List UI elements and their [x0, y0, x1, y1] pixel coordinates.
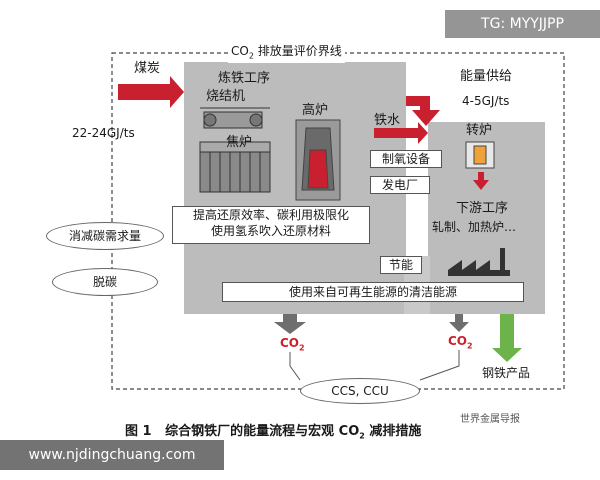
- coal-energy-label: 22-24GJ/ts: [72, 126, 135, 140]
- boundary-title-rest: 排放量评价界线: [253, 44, 342, 58]
- sinter-machine-icon: [200, 107, 270, 129]
- energy-supply-value: 4-5GJ/ts: [462, 94, 510, 108]
- downstream-detail: 轧制、加热炉…: [432, 220, 517, 234]
- converter-down-arrow: [473, 172, 489, 190]
- co2-2-prefix: CO: [448, 334, 468, 348]
- coke-oven-icon: [199, 141, 271, 193]
- factory-icon: [448, 248, 510, 276]
- tg-watermark: TG: MYYJJPP: [445, 10, 600, 38]
- evaluation-boundary-title: CO2 排放量评价界线: [228, 44, 345, 64]
- caption-sub: 2: [359, 431, 365, 441]
- steel-products-label: 钢铁产品: [482, 366, 531, 380]
- co2-2-sub: 2: [467, 341, 473, 351]
- co2-arrow-ironmaking: [274, 314, 306, 334]
- reduction-line-2: 使用氢系吹入还原材料: [210, 224, 331, 238]
- demand-reduction-ellipse: 消减碳需求量: [46, 222, 164, 250]
- blast-furnace-icon: [295, 119, 341, 201]
- energy-supply-arrow: [406, 96, 440, 126]
- coke-oven-label: 焦炉: [226, 135, 253, 150]
- co2-1-prefix: CO: [280, 336, 300, 350]
- ironmaking-title: 炼铁工序: [218, 71, 271, 86]
- reduction-measures-box: 提高还原效率、碳利用极限化 使用氢系吹入还原材料: [172, 206, 370, 244]
- url-watermark: www.njdingchuang.com: [0, 440, 224, 470]
- clean-energy-box: 使用来自可再生能源的清洁能源: [222, 282, 524, 302]
- hot-metal-arrow: [374, 122, 428, 144]
- reduction-line-1: 提高还原效率、碳利用极限化: [192, 208, 349, 222]
- decarbonize-ellipse: 脱碳: [52, 268, 158, 296]
- converter-icon: [465, 141, 495, 169]
- caption-suffix: 减排措施: [364, 424, 422, 439]
- ccs-ccu-ellipse: CCS, CCU: [300, 378, 420, 404]
- figure-caption: 图 1 综合钢铁厂的能量流程与宏观 CO2 减排措施: [125, 420, 421, 441]
- energy-saving-box: 节能: [380, 256, 422, 274]
- boundary-title-co: CO: [231, 44, 249, 58]
- sinter-label: 烧结机: [206, 89, 246, 104]
- steel-product-arrow: [492, 314, 522, 362]
- co2-output-ironmaking: CO2: [280, 336, 305, 352]
- blast-furnace-label: 高炉: [302, 103, 329, 118]
- converter-label: 转炉: [466, 123, 493, 138]
- boundary-title-sub: 2: [248, 51, 254, 61]
- co2-arrow-steelmaking: [449, 314, 469, 332]
- caption-text: 综合钢铁厂的能量流程与宏观 CO: [165, 424, 360, 439]
- ccs-bracket: [289, 350, 460, 381]
- caption-figure-number: 图 1: [125, 424, 152, 439]
- downstream-title: 下游工序: [456, 201, 509, 216]
- coal-label: 煤炭: [134, 61, 161, 76]
- hot-metal-label: 铁水: [374, 113, 401, 128]
- power-plant-box: 发电厂: [370, 176, 430, 194]
- oxygen-plant-box: 制氧设备: [370, 150, 442, 168]
- publisher-watermark: 世界金属导报: [460, 414, 520, 425]
- coal-input-arrow: [118, 76, 184, 108]
- co2-1-sub: 2: [299, 343, 305, 353]
- co2-output-steelmaking: CO2: [448, 334, 473, 350]
- energy-supply-title: 能量供给: [460, 69, 513, 84]
